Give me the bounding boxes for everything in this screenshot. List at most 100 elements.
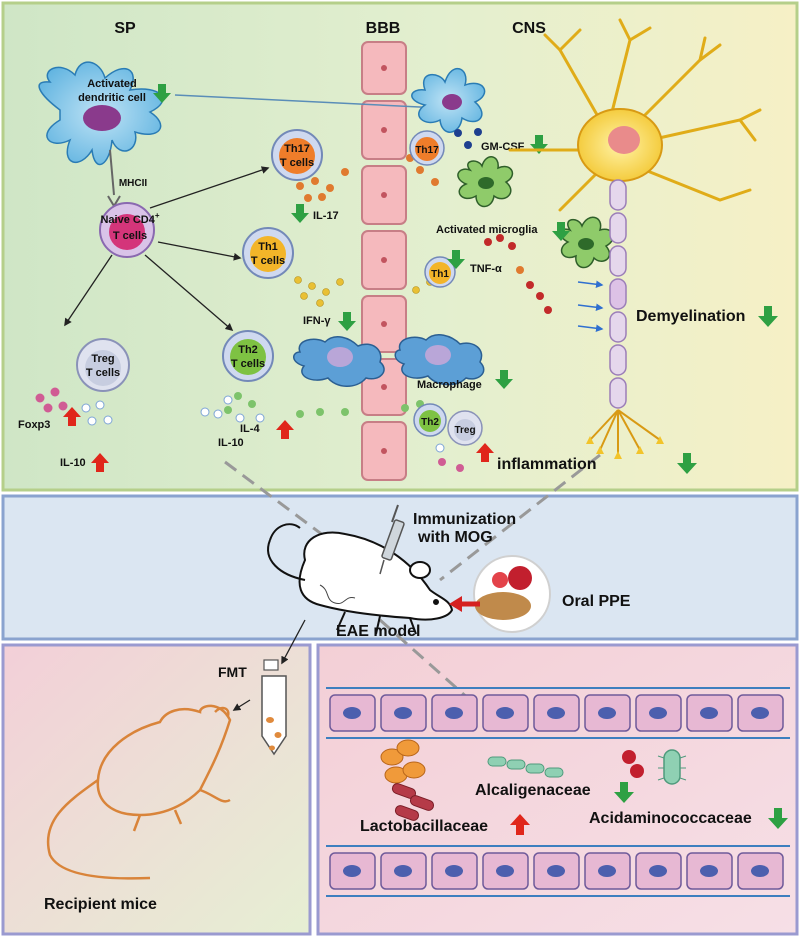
bacteria-green-chain-icon xyxy=(487,756,564,778)
ifng-label: IFN-γ xyxy=(303,315,331,327)
th2-cns-label: Th2 xyxy=(421,417,439,428)
down-arrow-icon xyxy=(338,312,356,331)
dendritic-cell-icon xyxy=(38,61,164,166)
th1-cell-icon xyxy=(242,227,294,279)
bacteria-red-icon xyxy=(622,750,644,778)
th17-label-2: T cells xyxy=(280,157,314,169)
header-sp: SP xyxy=(114,20,136,37)
bacteria-orange-icon xyxy=(380,739,426,784)
connector-dashed-left xyxy=(224,460,411,602)
down-arrow-icon xyxy=(677,453,697,474)
up-arrow-icon xyxy=(276,420,294,439)
th17-cns-cell-icon xyxy=(409,130,445,166)
treg-cns-label: Treg xyxy=(454,425,475,436)
pomegranate-seed-icon xyxy=(492,572,508,588)
microglia-icon xyxy=(457,156,514,208)
th2-label-2: T cells xyxy=(231,358,265,370)
recipient-mouse-icon xyxy=(46,704,232,880)
arrow-to-fmt xyxy=(281,619,306,665)
pomegranate-icon xyxy=(508,566,532,590)
macrophage-icon xyxy=(293,336,385,387)
th1-label-1: Th1 xyxy=(258,241,278,253)
gut-icon xyxy=(319,584,356,605)
gut-epithelium-bottom xyxy=(326,845,790,897)
fmt-tube-icon xyxy=(261,659,287,756)
th2-label-1: Th2 xyxy=(238,344,258,356)
down-arrow-icon xyxy=(530,135,548,154)
up-arrow-icon xyxy=(91,453,109,472)
neuron-icon xyxy=(508,18,762,459)
arrow-to-th17 xyxy=(149,166,270,209)
il10-mid-label: IL-10 xyxy=(218,437,244,449)
down-arrow-icon xyxy=(614,782,634,803)
up-arrow-icon xyxy=(63,407,81,426)
dendritic-label-2: dendritic cell xyxy=(78,92,146,104)
down-arrow-icon xyxy=(495,370,513,389)
tnfa-label: TNF-α xyxy=(470,263,502,275)
tnfa-dots-orange xyxy=(516,266,524,274)
ppe-powder-icon xyxy=(475,592,531,620)
il17-label: IL-17 xyxy=(313,210,339,222)
macrophage-icon xyxy=(394,334,485,386)
arrow-to-treg xyxy=(64,254,113,327)
gut-epithelium-top xyxy=(326,687,790,739)
naive-label-2: T cells xyxy=(113,230,147,242)
il4-dots xyxy=(224,392,424,418)
alcaligenaceae-label: Alcaligenaceae xyxy=(475,782,591,799)
header-bbb: BBB xyxy=(366,20,401,37)
il10-left-label: IL-10 xyxy=(60,457,86,469)
treg-label-2: T cells xyxy=(86,367,120,379)
demyelination-label: Demyelination xyxy=(636,308,745,325)
th17-label-1: Th17 xyxy=(284,143,310,155)
dc-migration-line xyxy=(174,94,441,109)
th17-cns-label: Th17 xyxy=(415,145,439,156)
down-arrow-icon xyxy=(447,250,465,269)
down-arrow-icon xyxy=(153,84,171,103)
naive-cd4-cell-icon xyxy=(99,202,155,258)
il17-dots xyxy=(296,154,439,202)
tnfa-dots xyxy=(484,234,552,314)
down-arrow-icon xyxy=(552,222,570,241)
foxp3-label: Foxp3 xyxy=(18,419,50,431)
treg-cell-icon xyxy=(76,338,130,392)
connector-dashed-bottom xyxy=(379,618,471,702)
gmcsf-dots xyxy=(454,128,482,149)
oral-arrow-head-icon xyxy=(449,596,462,612)
eae-model-label: EAE model xyxy=(336,623,420,640)
macrophage-label: Macrophage xyxy=(417,379,482,391)
eae-mouse-icon xyxy=(267,523,454,635)
arrow-to-th1 xyxy=(157,241,242,261)
microglia-icon xyxy=(559,216,614,269)
demyelination-arrows xyxy=(577,280,604,332)
bottom-left-panel xyxy=(1,643,312,936)
oral-ppe-label: Oral PPE xyxy=(562,593,631,610)
th1-cns-cell-icon xyxy=(424,256,456,288)
th1-cns-label: Th1 xyxy=(431,269,449,280)
il10-dots xyxy=(81,395,265,426)
th1-label-2: T cells xyxy=(251,255,285,267)
il4-label: IL-4 xyxy=(240,423,260,435)
up-arrow-icon xyxy=(510,814,530,835)
treg-cns-cell-icon xyxy=(447,410,483,446)
th17-cell-icon xyxy=(271,129,323,181)
down-arrow-icon xyxy=(291,204,309,223)
bacteria-rod-spiky-icon xyxy=(657,749,687,785)
lactobacillaceae-label: Lactobacillaceae xyxy=(360,818,488,835)
blood-brain-barrier xyxy=(361,41,407,481)
th2-cell-icon xyxy=(222,330,274,382)
dendritic-label-1: Activated xyxy=(87,78,137,90)
naive-label-1: Naive CD4+ xyxy=(100,211,159,226)
down-arrow-icon xyxy=(768,808,788,829)
bacteria-lacto-icon xyxy=(391,783,435,821)
foxp3-dots xyxy=(35,387,464,472)
th2-cns-cell-icon xyxy=(413,403,447,437)
microglia-label: Activated microglia xyxy=(436,224,538,236)
mhc-label: MHCII xyxy=(119,178,148,189)
immunization-label-2: with MOG xyxy=(417,529,493,546)
up-arrow-icon xyxy=(476,443,494,462)
recipient-mice-label: Recipient mice xyxy=(44,896,157,913)
connector-dashed-right xyxy=(439,453,601,582)
treg-label-1: Treg xyxy=(91,353,114,365)
arrow-to-th2 xyxy=(144,254,234,332)
